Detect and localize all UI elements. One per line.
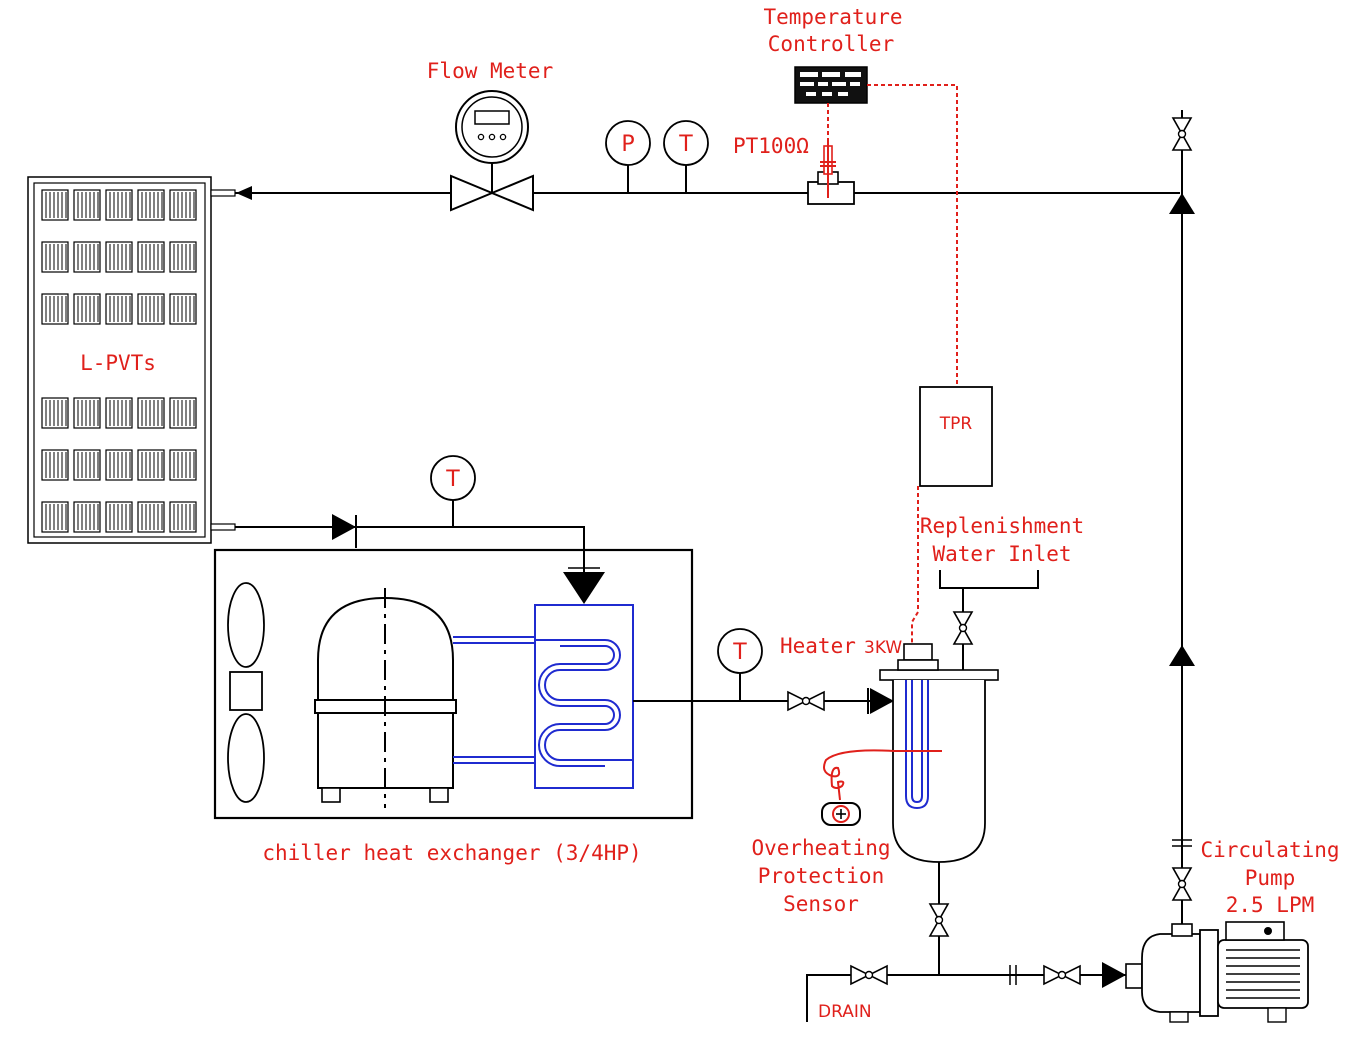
chiller-unit xyxy=(213,548,694,820)
flow-arrow-icon-2 xyxy=(332,514,356,540)
replenishment-label-1: Replenishment xyxy=(920,514,1084,538)
heater-tank xyxy=(879,643,999,863)
drain-label: DRAIN xyxy=(818,1002,872,1022)
lpvt-label: L-PVTs xyxy=(80,351,156,375)
temp-gauge-top: T xyxy=(663,120,709,193)
temp-gauge-top-label: T xyxy=(678,132,693,157)
tpr-label: TPR xyxy=(939,414,973,434)
flow-arrow-icon xyxy=(236,186,252,200)
flow-meter-label: Flow Meter xyxy=(427,59,553,83)
lpvt-panel: L-PVTs xyxy=(27,176,212,544)
heater-label: Heater xyxy=(780,634,856,658)
temp-gauge-return: T xyxy=(430,455,476,527)
up-arrow-icon-2 xyxy=(1169,645,1195,666)
heater-power-label: 3KW xyxy=(864,638,902,658)
flow-arrow-icon-3 xyxy=(870,688,894,714)
replenishment-label-2: Water Inlet xyxy=(932,542,1071,566)
pt100-sensor xyxy=(807,140,855,205)
circulating-pump xyxy=(1125,921,1309,1023)
replenishment-pipe xyxy=(939,570,1039,589)
flow-meter xyxy=(450,90,534,212)
down-arrow-icon xyxy=(563,572,605,604)
pump-label-3: 2.5 LPM xyxy=(1226,893,1315,917)
overheating-label-1: Overheating xyxy=(751,836,890,860)
pump-label-2: Pump xyxy=(1245,866,1296,890)
temp-controller-label-2: Controller xyxy=(768,32,894,56)
temp-gauge-return-label: T xyxy=(445,467,460,492)
temp-gauge-outlet-label: T xyxy=(732,640,747,665)
overheating-label-2: Protection xyxy=(758,864,884,888)
drain-pipe xyxy=(806,974,1135,1022)
pt100-label: PT100Ω xyxy=(733,134,809,158)
temp-gauge-outlet: T xyxy=(717,628,763,701)
pump-label-1: Circulating xyxy=(1200,838,1339,862)
temperature-controller xyxy=(794,66,868,104)
overheating-label-3: Sensor xyxy=(783,892,859,916)
flow-arrow-icon-4 xyxy=(1102,962,1126,988)
tpr-box: TPR xyxy=(919,386,993,487)
temp-controller-label-1: Temperature xyxy=(763,5,902,29)
overheating-sensor xyxy=(821,749,895,826)
pressure-gauge-label: P xyxy=(621,132,634,157)
chiller-label: chiller heat exchanger (3/4HP) xyxy=(262,841,641,865)
up-arrow-icon xyxy=(1169,193,1195,214)
pressure-gauge: P xyxy=(605,120,651,193)
